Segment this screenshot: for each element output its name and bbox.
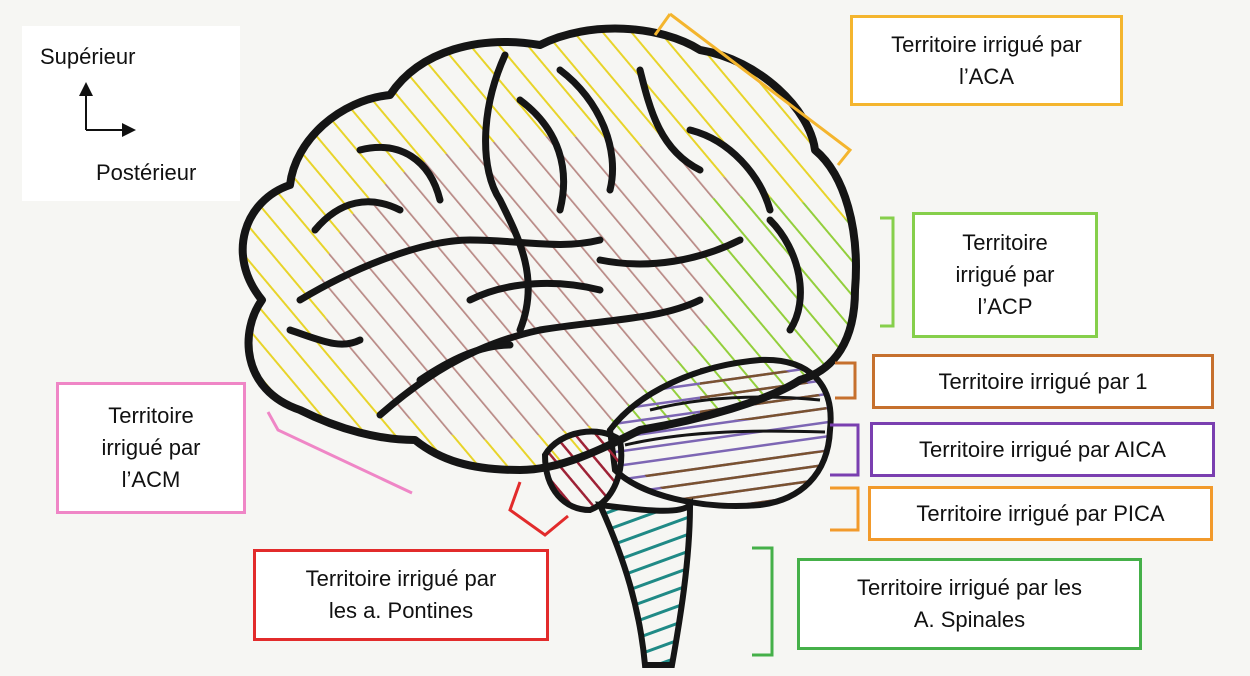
superior-label: Supérieur [40, 44, 135, 70]
label-pica: Territoire irrigué par PICA [868, 486, 1213, 541]
label-sca: Territoire irrigué par 1 [872, 354, 1214, 409]
label-acm: Territoire irrigué par l’ACM [56, 382, 246, 514]
orientation-key: Supérieur Postérieur [22, 26, 240, 201]
label-acp: Territoire irrigué par l’ACP [912, 212, 1098, 338]
label-spinales-text: Territoire irrigué par les A. Spinales [857, 572, 1082, 636]
label-pica-text: Territoire irrigué par PICA [916, 498, 1164, 530]
label-pontines-text: Territoire irrigué par les a. Pontines [306, 563, 497, 627]
label-aica-text: Territoire irrigué par AICA [919, 434, 1166, 466]
posterior-label: Postérieur [96, 160, 196, 186]
label-sca-text: Territoire irrigué par 1 [938, 366, 1147, 398]
label-aca-text: Territoire irrigué par l’ACA [891, 29, 1082, 93]
label-acm-text: Territoire irrigué par l’ACM [101, 400, 200, 496]
label-spinales: Territoire irrigué par les A. Spinales [797, 558, 1142, 650]
label-acp-text: Territoire irrigué par l’ACP [955, 227, 1054, 323]
label-aca: Territoire irrigué par l’ACA [850, 15, 1123, 106]
label-pontines: Territoire irrigué par les a. Pontines [253, 549, 549, 641]
label-aica: Territoire irrigué par AICA [870, 422, 1215, 477]
